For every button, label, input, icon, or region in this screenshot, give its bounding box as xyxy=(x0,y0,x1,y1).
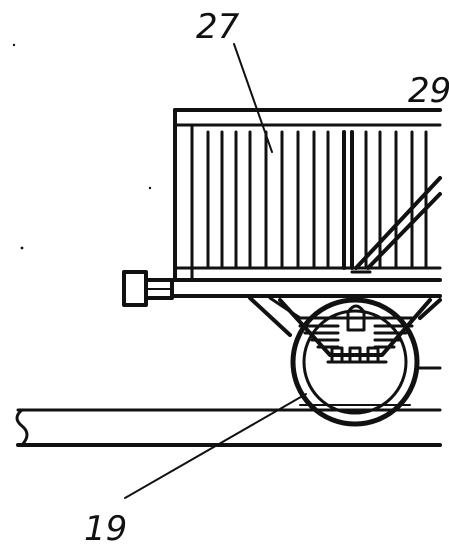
underframe xyxy=(170,278,442,298)
leader-line-19 xyxy=(124,393,307,499)
label-27: 27 xyxy=(196,7,240,47)
bolster-slats xyxy=(298,304,414,364)
label-29: 29 xyxy=(408,71,449,111)
wheel xyxy=(290,297,420,427)
diagonal-brace xyxy=(350,176,442,274)
label-19: 19 xyxy=(84,509,127,549)
leader-line-27 xyxy=(233,43,273,153)
buffer xyxy=(122,270,174,307)
scan-specks xyxy=(12,43,152,250)
car-body xyxy=(173,108,442,282)
car-body-slats xyxy=(206,130,428,270)
rail xyxy=(15,408,442,447)
